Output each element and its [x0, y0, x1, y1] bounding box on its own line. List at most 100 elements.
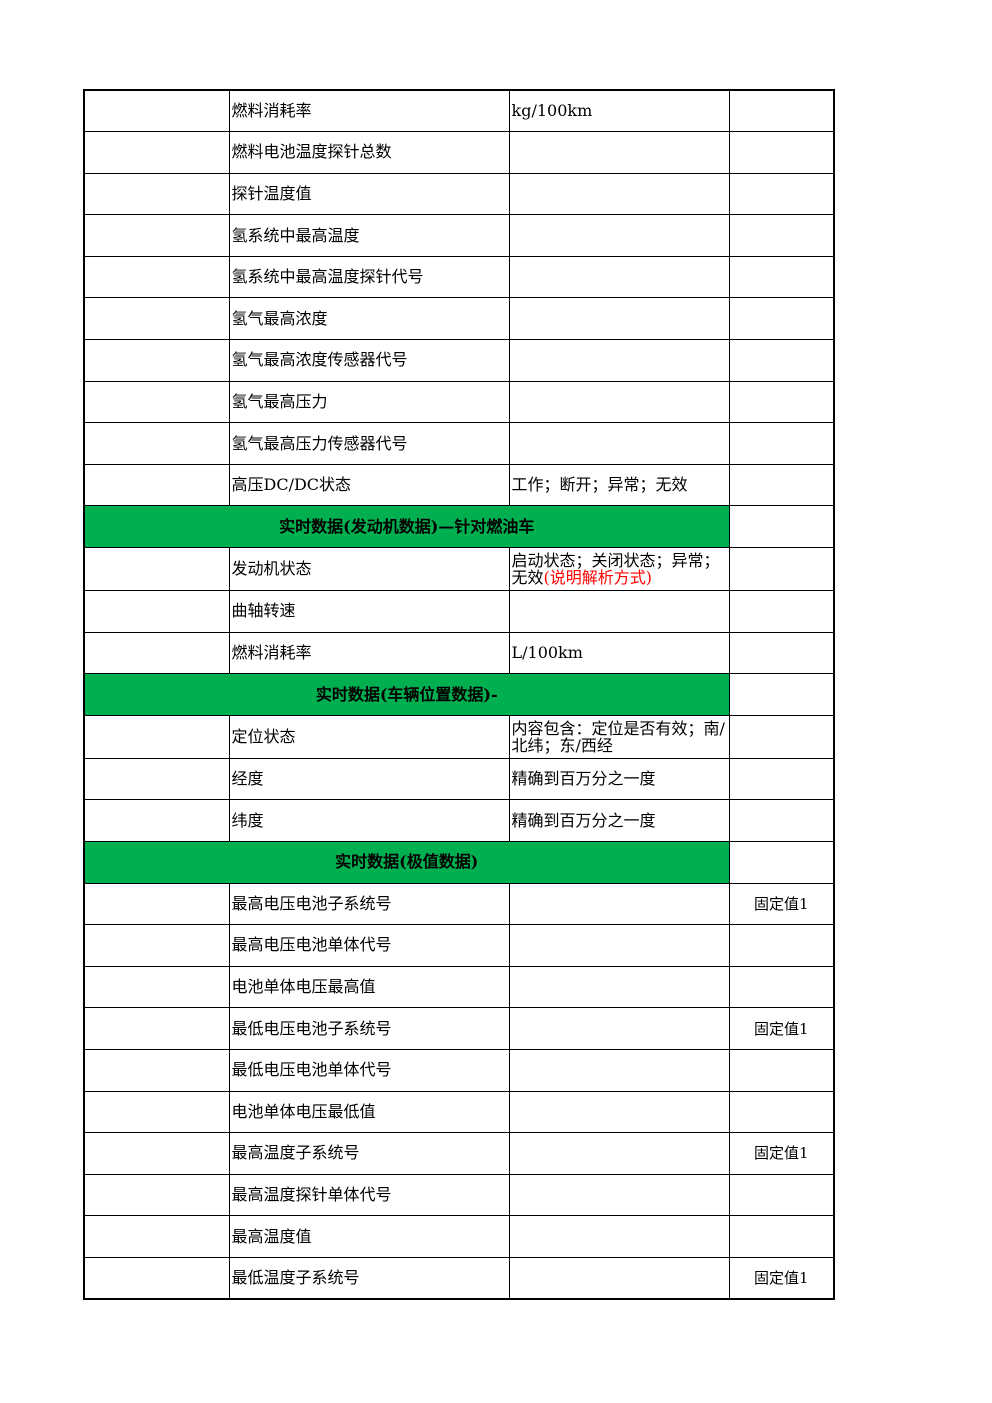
- field-extra-cell: [728, 547, 835, 592]
- field-note-cell: [508, 1215, 730, 1258]
- table-row: 氢系统中最高温度探针代号: [83, 255, 835, 299]
- field-note-cell: 内容包含：定位是否有效；南/北纬；东/西经: [508, 714, 730, 759]
- field-note-cell: [508, 297, 730, 341]
- blank-cell: [83, 1132, 230, 1175]
- section-blank-cell: [728, 505, 835, 549]
- field-note-cell: [508, 1090, 730, 1134]
- table-row: 电池单体电压最低值: [83, 1090, 835, 1134]
- table-row: 高压DC/DC状态工作；断开；异常；无效: [83, 463, 835, 507]
- field-extra-cell: [728, 924, 835, 967]
- field-name-cell: 燃料消耗率: [228, 89, 510, 133]
- field-name-cell: 最高温度探针单体代号: [228, 1173, 510, 1217]
- blank-cell: [83, 1256, 230, 1300]
- blank-cell: [83, 131, 230, 174]
- table-row: 最高温度探针单体代号: [83, 1173, 835, 1217]
- blank-cell: [83, 882, 230, 926]
- field-note-cell: kg/100km: [508, 89, 730, 133]
- section-title: 实时数据(发动机数据)—针对燃油车: [83, 505, 730, 549]
- table-row: 氢气最高压力传感器代号: [83, 422, 835, 465]
- blank-cell: [83, 1048, 230, 1092]
- blank-cell: [83, 255, 230, 299]
- field-name-cell: 电池单体电压最低值: [228, 1090, 510, 1134]
- field-extra-cell: 固定值1: [728, 1256, 835, 1300]
- field-name-cell: 氢气最高浓度传感器代号: [228, 339, 510, 382]
- blank-cell: [83, 463, 230, 507]
- field-note-cell: [508, 1173, 730, 1217]
- field-note-cell: [508, 590, 730, 633]
- field-name-cell: 最低温度子系统号: [228, 1256, 510, 1300]
- blank-cell: [83, 965, 230, 1009]
- field-note-cell: [508, 131, 730, 174]
- field-name-cell: 氢气最高浓度: [228, 297, 510, 341]
- table-row: 纬度精确到百万分之一度: [83, 799, 835, 842]
- field-name-cell: 氢气最高压力传感器代号: [228, 422, 510, 465]
- field-name-cell: 最高电压电池子系统号: [228, 882, 510, 926]
- blank-cell: [83, 422, 230, 465]
- table-row: 氢系统中最高温度: [83, 214, 835, 257]
- field-extra-cell: [728, 1215, 835, 1258]
- field-name-cell: 纬度: [228, 799, 510, 842]
- field-note-cell: 精确到百万分之一度: [508, 757, 730, 801]
- field-extra-cell: [728, 463, 835, 507]
- section-header-row: 实时数据(发动机数据)—针对燃油车: [83, 505, 835, 549]
- blank-cell: [83, 89, 230, 133]
- section-blank-cell: [728, 841, 835, 884]
- table-row: 最低电压电池子系统号固定值1: [83, 1007, 835, 1050]
- field-note-remark: (说明解析方式): [543, 568, 653, 588]
- field-name-cell: 最高温度值: [228, 1215, 510, 1258]
- field-name-cell: 最低电压电池子系统号: [228, 1007, 510, 1050]
- blank-cell: [83, 547, 230, 592]
- table-row: 定位状态内容包含：定位是否有效；南/北纬；东/西经: [83, 714, 835, 759]
- blank-cell: [83, 1173, 230, 1217]
- table-row: 最高温度子系统号 固定值1: [83, 1132, 835, 1175]
- field-extra-cell: [728, 714, 835, 759]
- field-note-cell: [508, 1048, 730, 1092]
- field-note-cell: 启动状态；关闭状态；异常；无效(说明解析方式): [508, 547, 730, 592]
- field-note-cell: [508, 214, 730, 257]
- field-name-cell: 最高温度子系统号: [228, 1132, 510, 1175]
- table-row: 曲轴转速: [83, 590, 835, 633]
- field-extra-cell: [728, 1173, 835, 1217]
- field-note-cell: [508, 339, 730, 382]
- field-note-cell: [508, 1256, 730, 1300]
- blank-cell: [83, 714, 230, 759]
- field-name-cell: 高压DC/DC状态: [228, 463, 510, 507]
- table-row: 最高电压电池子系统号固定值1: [83, 882, 835, 926]
- blank-cell: [83, 924, 230, 967]
- blank-cell: [83, 172, 230, 216]
- table-row: 发动机状态启动状态；关闭状态；异常；无效(说明解析方式): [83, 547, 835, 592]
- field-note-cell: [508, 380, 730, 424]
- table-row: 氢气最高压力: [83, 380, 835, 424]
- table-row: 最高温度值: [83, 1215, 835, 1258]
- field-name-cell: 最高电压电池单体代号: [228, 924, 510, 967]
- field-extra-cell: [728, 631, 835, 675]
- section-title: 实时数据(车辆位置数据)-: [83, 673, 730, 716]
- field-note-cell: [508, 1132, 730, 1175]
- field-name-cell: 氢系统中最高温度探针代号: [228, 255, 510, 299]
- blank-cell: [83, 631, 230, 675]
- field-name-cell: 发动机状态: [228, 547, 510, 592]
- field-extra-cell: [728, 339, 835, 382]
- section-blank-cell: [728, 673, 835, 716]
- field-note-text: 内容包含：定位是否有效；南/北纬；东/西经: [511, 718, 725, 755]
- blank-cell: [83, 214, 230, 257]
- blank-cell: [83, 1215, 230, 1258]
- table-row: 经度精确到百万分之一度: [83, 757, 835, 801]
- table-row: 电池单体电压最高值: [83, 965, 835, 1009]
- field-extra-cell: [728, 172, 835, 216]
- blank-cell: [83, 799, 230, 842]
- field-name-cell: 曲轴转速: [228, 590, 510, 633]
- field-extra-cell: [728, 214, 835, 257]
- field-extra-cell: [728, 297, 835, 341]
- blank-cell: [83, 1090, 230, 1134]
- section-header-row: 实时数据(极值数据): [83, 841, 835, 884]
- table-row: 最高电压电池单体代号: [83, 924, 835, 967]
- field-extra-cell: 固定值1: [728, 1132, 835, 1175]
- field-extra-cell: [728, 89, 835, 133]
- field-extra-cell: [728, 422, 835, 465]
- field-extra-cell: [728, 965, 835, 1009]
- field-note-cell: [508, 882, 730, 926]
